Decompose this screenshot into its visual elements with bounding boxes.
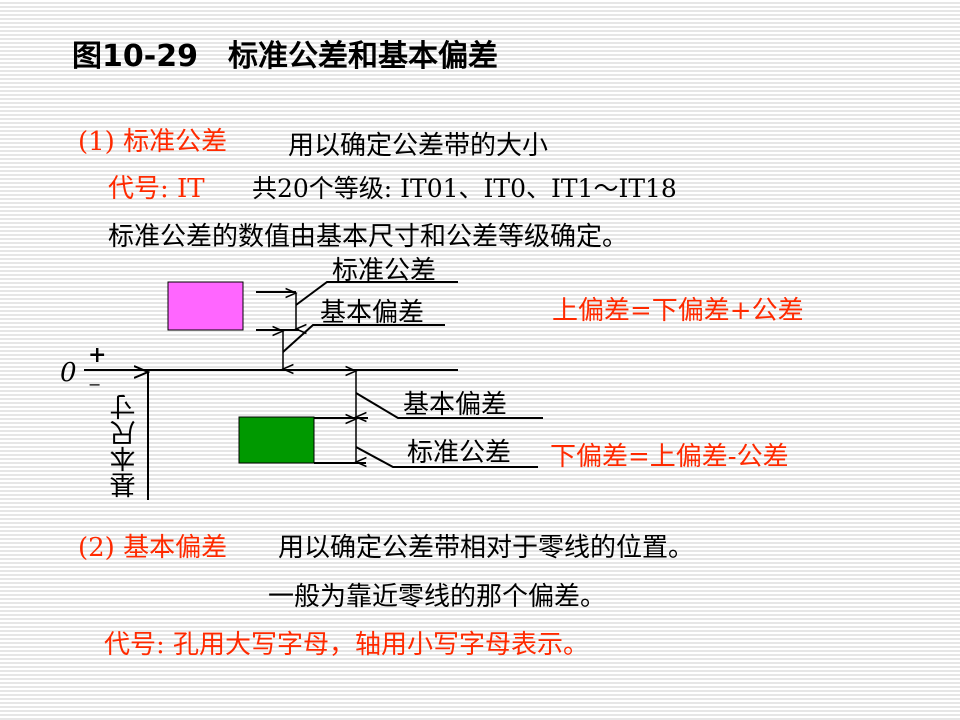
lower-deviation-label: 基本偏差 bbox=[403, 390, 508, 420]
section2-desc2: 一般为靠近零线的那个偏差。 bbox=[268, 582, 607, 612]
section2-label: (2) 基本偏差 bbox=[78, 533, 228, 563]
slide-title: 图10-29 标准公差和基本偏差 bbox=[72, 39, 498, 74]
shaft-tolerance-zone bbox=[238, 416, 315, 464]
lower-tolerance-label: 标准公差 bbox=[407, 438, 512, 468]
plus-sign: + bbox=[88, 342, 107, 368]
section2-desc: 用以确定公差带相对于零线的位置。 bbox=[278, 533, 695, 563]
lower-formula: 下偏差=上偏差-公差 bbox=[550, 442, 789, 472]
section2-code: 代号: 孔用大写字母，轴用小写字母表示。 bbox=[104, 630, 590, 660]
upper-tolerance-label: 标准公差 bbox=[332, 256, 437, 286]
minus-sign: − bbox=[88, 375, 102, 394]
code-label: 代号: IT bbox=[108, 174, 205, 204]
section1-desc: 用以确定公差带的大小 bbox=[288, 131, 549, 161]
upper-formula: 上偏差=下偏差+公差 bbox=[552, 296, 804, 326]
zero-label: 0 bbox=[60, 358, 77, 388]
basic-size-label: 基本尺寸 bbox=[110, 394, 140, 498]
section1-label: (1) 标准公差 bbox=[78, 127, 228, 157]
upper-deviation-label: 基本偏差 bbox=[320, 298, 425, 328]
hole-tolerance-zone bbox=[167, 281, 244, 331]
grades-text: 共20个等级: IT01、IT0、IT1～IT18 bbox=[252, 174, 677, 203]
note-text: 标准公差的数值由基本尺寸和公差等级确定。 bbox=[108, 222, 629, 252]
